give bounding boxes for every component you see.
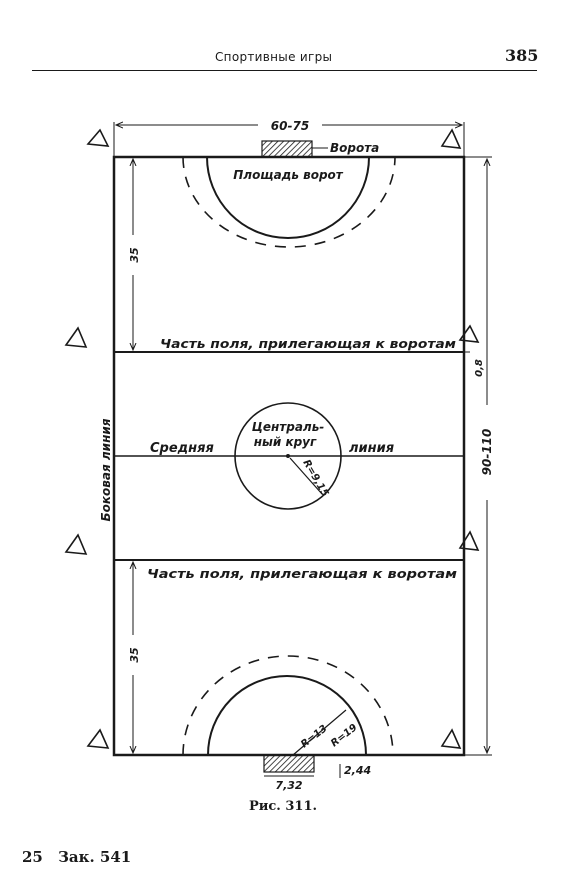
center-spot (286, 454, 290, 458)
length-dimension-label: 90-110 (480, 429, 494, 476)
sideline-label: Боковая линия (99, 418, 113, 521)
midline-label-right: линия (349, 441, 394, 456)
order-number: Зак. 541 (58, 848, 132, 866)
line-offset-label: 0,8 (474, 359, 485, 377)
center-circle-label-line1: Централь- (252, 420, 325, 434)
radius-inner-label: R=13 (299, 723, 329, 750)
dashed-arc-top (182, 156, 396, 248)
running-title: Спортивные игры (215, 50, 333, 64)
flag-mid-left-bottom (64, 533, 88, 555)
goal-label: Ворота (330, 141, 379, 155)
zone-top-label: Часть поля, прилегающая к воротам (160, 337, 456, 351)
center-radius-label: R=9,15 (300, 458, 330, 499)
figure-caption: Рис. 311. (248, 799, 318, 814)
goal-bottom (263, 754, 315, 773)
goal-depth-label: 2,44 (344, 764, 371, 777)
goal-top (261, 140, 313, 158)
zone-bottom-label: Часть поля, прилегающая к воротам (147, 567, 457, 581)
half-dimension-top-label: 35 (128, 247, 141, 263)
flag-bottom-left (86, 728, 110, 749)
flag-top-right (440, 128, 462, 149)
flag-bottom-right (440, 728, 462, 749)
dashed-arc-bottom (182, 655, 394, 756)
goal-area-top (206, 156, 370, 239)
width-dimension-label: 60-75 (271, 119, 309, 133)
page-number: 385 (505, 46, 539, 65)
center-circle (234, 402, 342, 510)
goal-area-bottom (207, 675, 367, 756)
center-circle-label-line2: ный круг (254, 435, 317, 449)
center-radius-line (289, 457, 323, 495)
radius-leader-bottom (292, 709, 347, 756)
signature-mark: 25 (22, 848, 43, 866)
half-dimension-bottom-label: 35 (128, 647, 141, 663)
header-rule (32, 70, 537, 71)
radius-outer-label: R=19 (329, 722, 359, 749)
goal-width-label: 7,32 (275, 779, 302, 792)
flag-top-left (86, 128, 110, 147)
flag-mid-right-bottom (458, 530, 480, 551)
midline-label-left: Средняя (150, 441, 214, 456)
footer: 25 Зак. 541 (22, 848, 141, 866)
flag-mid-right-top (458, 324, 480, 343)
flag-mid-left-top (64, 326, 88, 348)
goal-area-label: Площадь ворот (233, 168, 344, 182)
